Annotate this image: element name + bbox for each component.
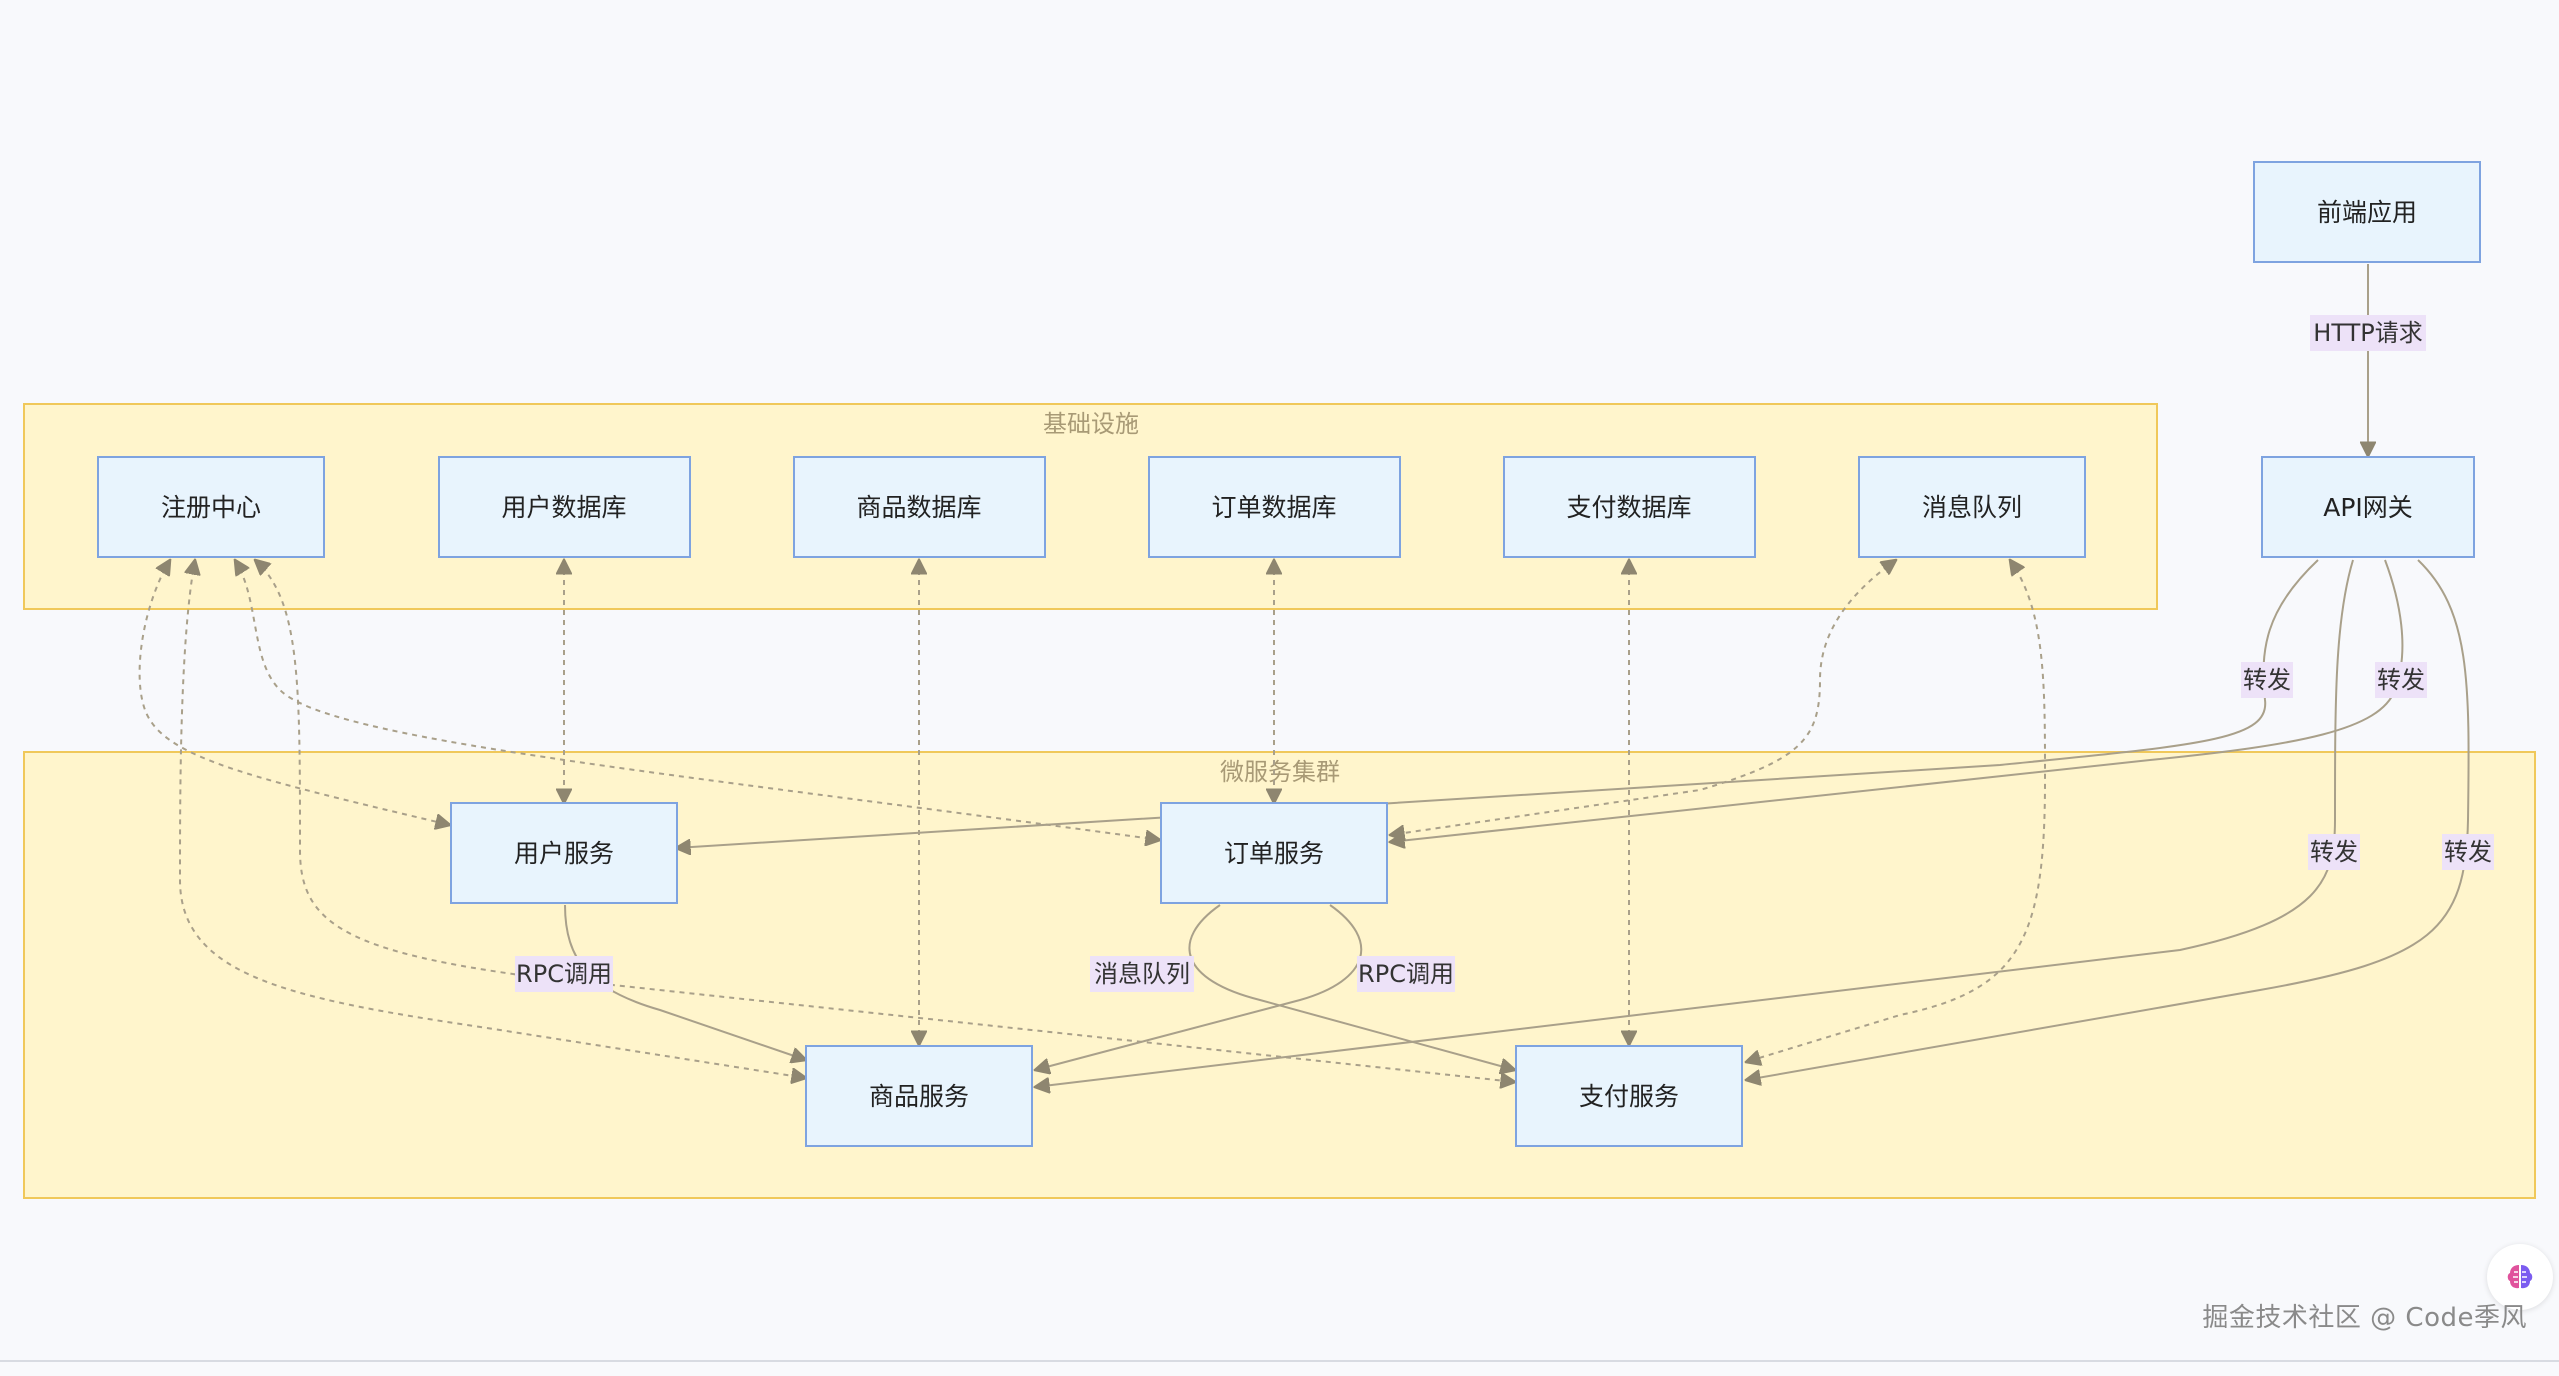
svg-text:RPC调用: RPC调用: [516, 960, 612, 988]
watermark: 掘金技术社区 @ Code季风: [2202, 1303, 2527, 1333]
node-product-db[interactable]: 商品数据库: [793, 456, 1046, 558]
svg-text:HTTP请求: HTTP请求: [2313, 319, 2422, 347]
svg-text:商品数据库: 商品数据库: [856, 493, 981, 522]
edge-registry-product-service: [178, 560, 806, 1078]
node-registry[interactable]: 注册中心: [97, 456, 325, 558]
edge-gateway-product-service: [1035, 559, 2354, 1087]
node-payment-db[interactable]: 支付数据库: [1503, 456, 1756, 558]
node-product-service[interactable]: 商品服务: [805, 1045, 1033, 1147]
node-payment-service[interactable]: 支付服务: [1515, 1045, 1743, 1147]
svg-text:订单服务: 订单服务: [1224, 839, 1324, 868]
node-user-db[interactable]: 用户数据库: [438, 456, 691, 558]
edge-label-forward-4: 转发: [2442, 834, 2494, 870]
svg-text:RPC调用: RPC调用: [1358, 960, 1454, 988]
edge-label-forward-2: 转发: [2375, 662, 2427, 698]
edge-label-rpc-2: RPC调用: [1357, 956, 1455, 992]
svg-text:支付服务: 支付服务: [1579, 1082, 1679, 1111]
edge-mq-payment-service: [1746, 560, 2047, 1062]
edge-label-forward-3: 转发: [2308, 834, 2360, 870]
svg-text:转发: 转发: [2444, 838, 2492, 866]
svg-text:转发: 转发: [2243, 666, 2291, 694]
brain-icon: [2507, 1265, 2533, 1289]
svg-text:用户数据库: 用户数据库: [501, 493, 626, 522]
edge-label-message-queue: 消息队列: [1090, 956, 1194, 992]
assistant-button[interactable]: [2487, 1244, 2553, 1310]
group-infrastructure: 基础设施: [23, 403, 2158, 610]
edge-registry-payment-service: [255, 560, 1515, 1082]
svg-text:注册中心: 注册中心: [161, 493, 261, 522]
svg-text:转发: 转发: [2377, 666, 2425, 694]
edge-gateway-user-service: [676, 559, 2319, 848]
node-order-service[interactable]: 订单服务: [1160, 802, 1388, 904]
svg-text:API网关: API网关: [2323, 493, 2413, 522]
svg-text:前端应用: 前端应用: [2317, 198, 2417, 227]
svg-text:商品服务: 商品服务: [869, 1082, 969, 1111]
svg-text:转发: 转发: [2310, 838, 2358, 866]
svg-text:用户服务: 用户服务: [514, 839, 614, 868]
svg-text:支付数据库: 支付数据库: [1566, 493, 1691, 522]
node-message-queue[interactable]: 消息队列: [1858, 456, 2086, 558]
svg-text:订单数据库: 订单数据库: [1211, 493, 1336, 522]
edge-gateway-order-service: [1390, 559, 2404, 842]
edge-gateway-payment-service: [1746, 559, 2470, 1080]
edge-label-http: HTTP请求: [2310, 315, 2426, 351]
node-order-db[interactable]: 订单数据库: [1148, 456, 1401, 558]
group-microservices-title: 微服务集群: [1220, 758, 1340, 786]
group-infrastructure-title: 基础设施: [1043, 410, 1139, 438]
svg-text:消息队列: 消息队列: [1922, 493, 2022, 522]
edge-label-rpc-1: RPC调用: [515, 956, 613, 992]
node-api-gateway[interactable]: API网关: [2261, 456, 2475, 558]
node-user-service[interactable]: 用户服务: [450, 802, 678, 904]
edge-label-forward-1: 转发: [2241, 662, 2293, 698]
svg-text:消息队列: 消息队列: [1094, 960, 1190, 988]
node-frontend[interactable]: 前端应用: [2253, 161, 2481, 263]
